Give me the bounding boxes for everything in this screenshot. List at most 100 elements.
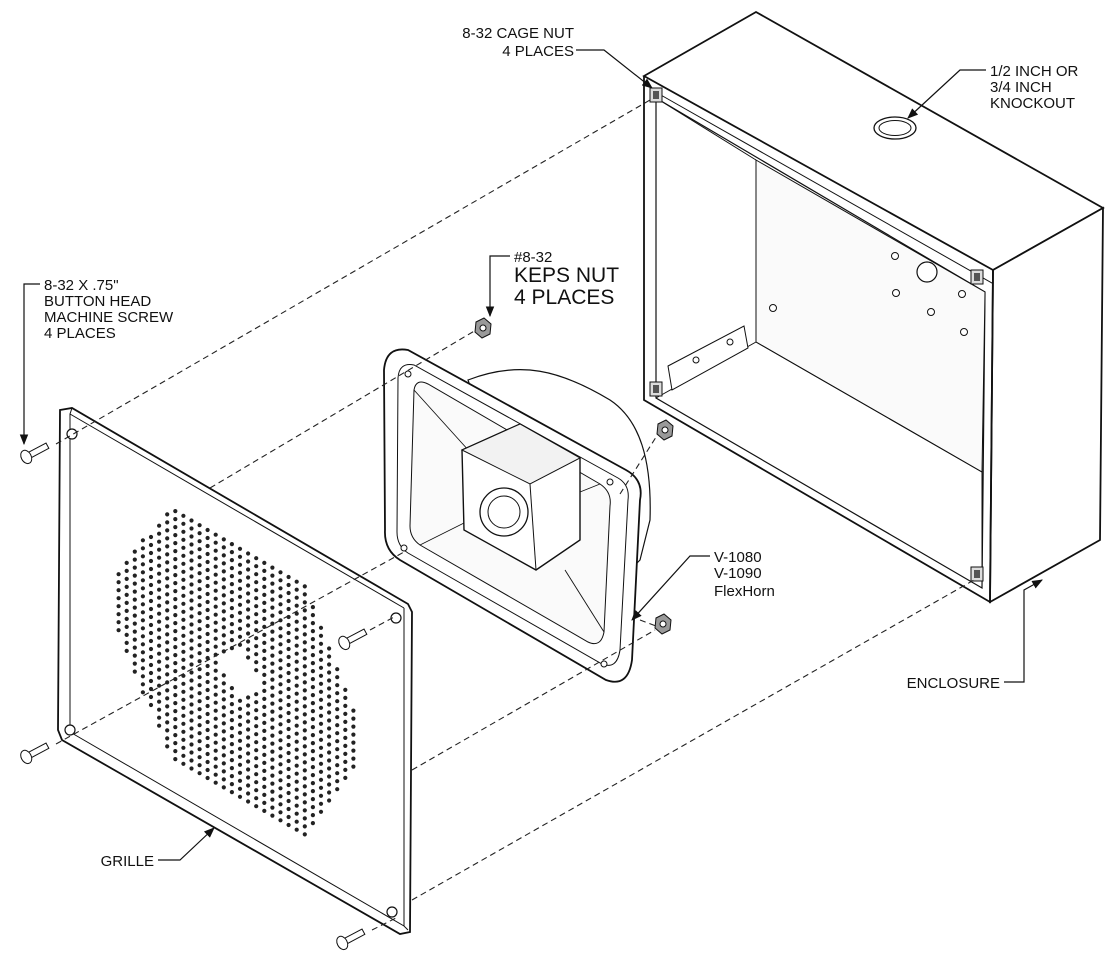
grille-perforation — [205, 679, 210, 685]
grille-perforation — [181, 729, 186, 734]
grille-perforation — [165, 536, 170, 541]
grille-perforation — [286, 782, 291, 788]
grille-perforation — [181, 689, 186, 694]
grille-perforation — [157, 539, 162, 544]
grille-perforation — [310, 629, 315, 634]
grille-perforation — [221, 553, 226, 558]
grille-perforation — [278, 754, 283, 759]
grille-perforation — [246, 551, 251, 556]
grille-perforation — [213, 700, 218, 705]
grille-perforation — [157, 659, 162, 664]
grille-perforation — [254, 636, 259, 641]
grille-perforation — [181, 569, 186, 574]
grille-perforation — [221, 625, 226, 630]
grille-perforation — [140, 690, 145, 695]
grille-perforation — [197, 531, 202, 536]
grille-perforation — [229, 686, 234, 691]
grille-perforation — [229, 742, 234, 747]
screw-label-line2: BUTTON HEAD — [44, 293, 151, 310]
grille-perforation — [335, 667, 340, 672]
grille-perforation — [197, 707, 202, 712]
grille-perforation — [213, 612, 218, 617]
grille-perforation — [165, 688, 170, 693]
grille-perforation — [294, 675, 299, 680]
grille-perforation — [310, 813, 315, 818]
grille-perforation — [181, 649, 186, 654]
grille-perforation — [173, 509, 178, 514]
grille-perforation — [278, 818, 283, 823]
grille-perforation — [189, 702, 194, 707]
grille-perforation — [197, 547, 202, 552]
grille-perforation — [181, 529, 186, 534]
grille-perforation — [310, 669, 315, 674]
grille-perforation — [302, 792, 307, 797]
grille-perforation — [278, 762, 283, 767]
grille-perforation — [173, 661, 178, 666]
grille-perforation — [302, 744, 307, 749]
grille-perforation — [173, 549, 178, 554]
grille-perforation — [197, 683, 202, 688]
grille-perforation — [270, 621, 275, 626]
grille-perforation — [254, 644, 259, 649]
grille-perforation — [165, 576, 170, 581]
grille-perforation — [246, 615, 251, 620]
grille-perforation — [213, 708, 218, 713]
grille-perforation — [181, 593, 186, 598]
grille-perforation — [318, 777, 324, 782]
grille-perforation — [262, 728, 267, 734]
grille-perforation — [318, 737, 324, 742]
grille-perforation — [205, 567, 210, 573]
grille-perforation — [213, 596, 218, 601]
grille-perforation — [173, 733, 178, 738]
grille-perforation — [173, 685, 178, 690]
grille-perforation — [302, 648, 307, 653]
grille-perforation — [270, 589, 275, 594]
grille-perforation — [213, 756, 218, 761]
grille-perforation — [246, 727, 251, 732]
grille-perforation — [221, 713, 226, 718]
grille-perforation — [351, 724, 356, 729]
grille-perforation — [189, 750, 194, 755]
machine-screw — [20, 442, 50, 465]
grille-perforation — [294, 771, 299, 776]
grille-perforation — [157, 531, 162, 536]
grille-perforation — [278, 602, 283, 607]
grille-perforation — [221, 753, 226, 758]
grille-perforation — [278, 626, 283, 631]
grille-perforation — [262, 656, 267, 662]
grille-perforation — [254, 612, 259, 617]
grille-perforation — [181, 577, 186, 582]
grille-perforation — [157, 643, 162, 648]
grille-perforation — [197, 675, 202, 680]
grille-perforation — [173, 517, 178, 522]
grille-perforation — [221, 633, 226, 638]
grille-perforation — [302, 824, 307, 829]
grille-perforation — [318, 649, 324, 654]
grille-perforation — [229, 558, 234, 563]
keps-nut-label-line3: 4 PLACES — [514, 286, 614, 309]
grille-perforation — [262, 760, 267, 766]
grille-perforation — [197, 587, 202, 592]
cage-nut-label-line2: 4 PLACES — [502, 43, 574, 60]
grille-perforation — [310, 613, 315, 618]
grille-perforation — [221, 641, 226, 646]
grille-perforation — [310, 717, 315, 722]
grille-perforation — [197, 651, 202, 656]
grille-perforation — [302, 808, 307, 813]
grille-perforation — [294, 691, 299, 696]
grille-perforation — [165, 736, 170, 741]
grille-perforation — [148, 566, 154, 572]
grille-perforation — [140, 642, 145, 647]
grille-perforation — [237, 778, 243, 783]
grille-perforation — [189, 734, 194, 739]
grille-perforation — [157, 635, 162, 640]
grille-perforation — [254, 764, 259, 769]
grille-perforation — [213, 732, 218, 737]
grille-perforation — [189, 686, 194, 691]
grille-perforation — [189, 558, 194, 563]
grille-perforation — [148, 622, 154, 628]
grille-perforation — [205, 719, 210, 725]
grille-perforation — [140, 610, 145, 615]
grille-perforation — [278, 650, 283, 655]
grille-perforation — [197, 715, 202, 720]
